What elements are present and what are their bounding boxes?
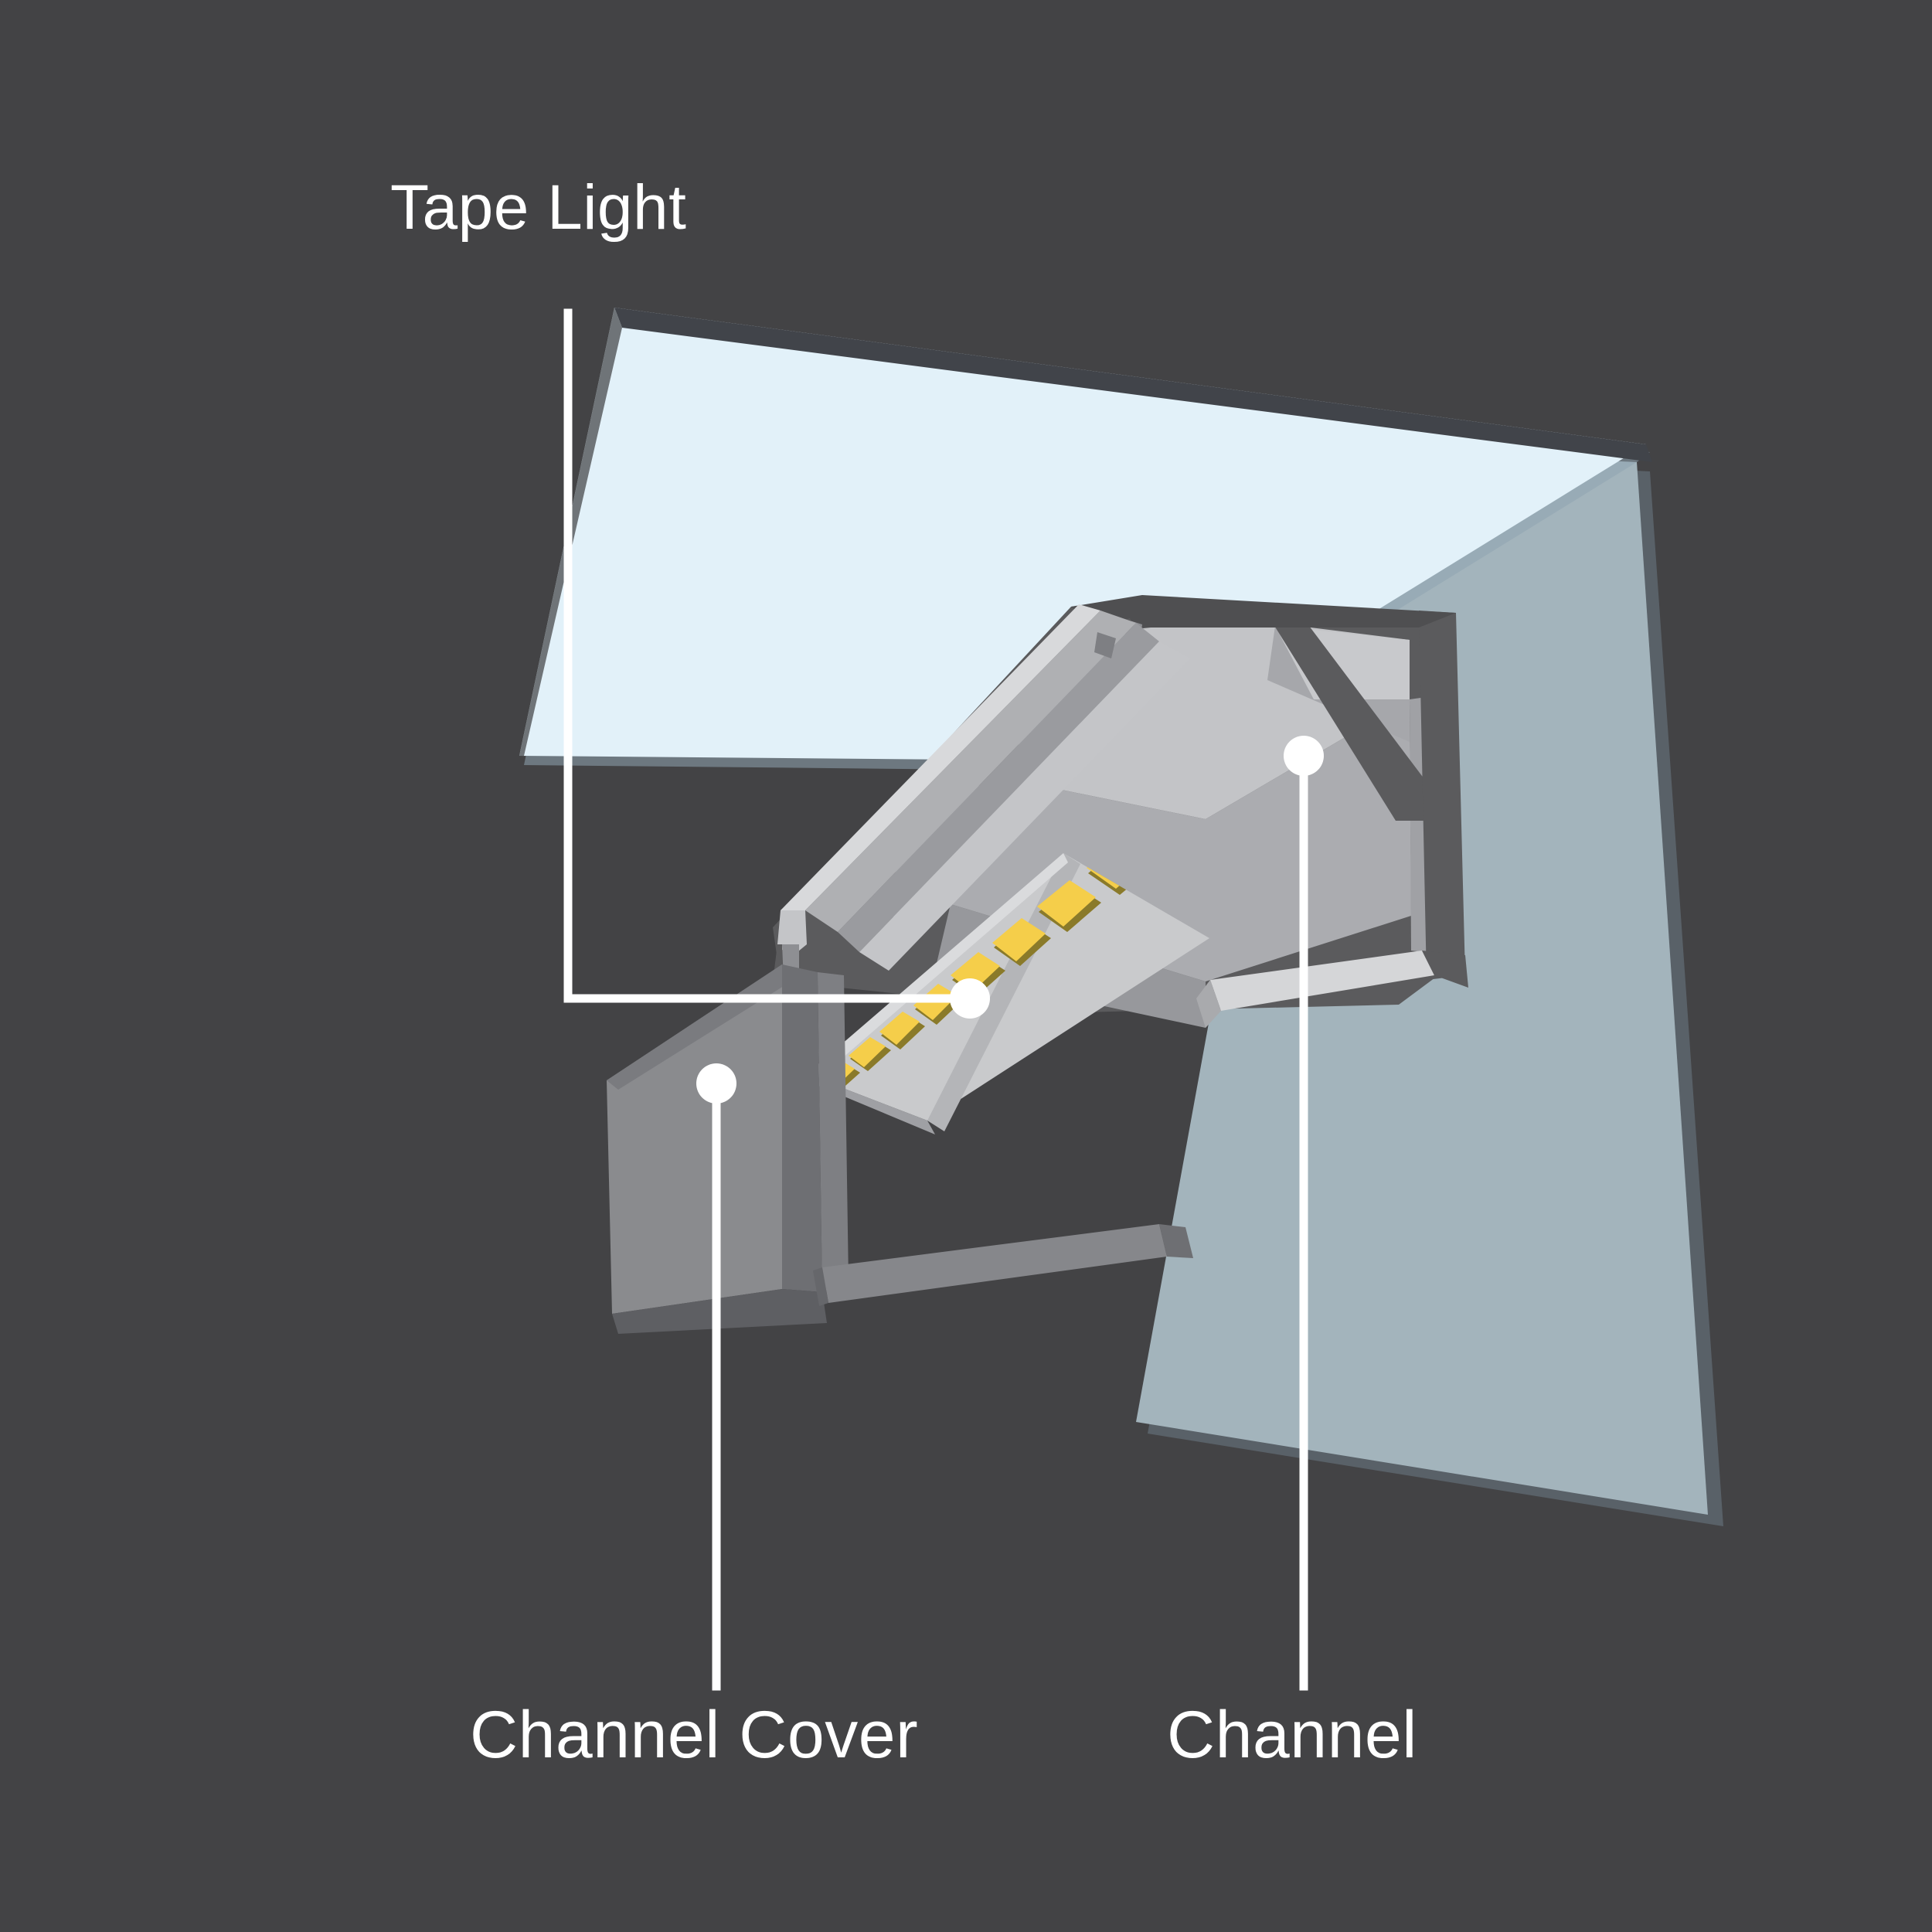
callout-label-channel-cover: Channel Cover [470,1698,919,1772]
channel-lens-bar [773,604,1190,994]
callout-dot-tape-light [950,978,990,1019]
callout-dot-channel-cover [696,1063,736,1104]
callout-label-tape-light: Tape Light [390,172,687,243]
callout-dot-channel [1284,736,1324,776]
callout-leaders [563,308,1324,1691]
leader-tape-light [563,308,975,1003]
callout-label-channel: Channel [1167,1698,1417,1772]
